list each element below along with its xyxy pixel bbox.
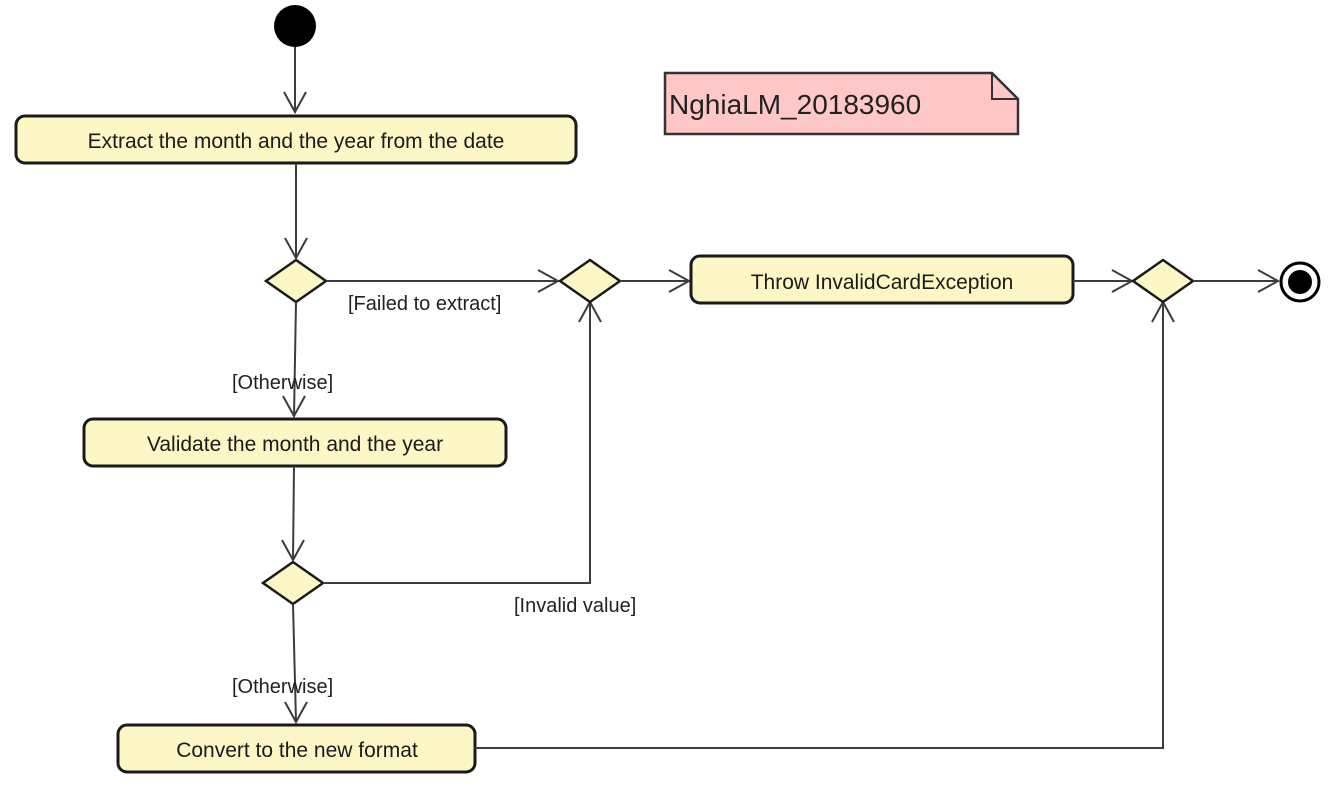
arrowhead (284, 701, 308, 725)
guard-otherwise-1: [Otherwise] (232, 372, 333, 394)
action-throw (689, 254, 1075, 305)
merge-node-error (557, 258, 623, 304)
action-validate-label: Validate the month and the year (147, 433, 443, 456)
arrowhead (281, 539, 305, 563)
arrowhead (282, 395, 306, 419)
action-validate (82, 417, 508, 468)
guard-otherwise-2: [Otherwise] (232, 676, 333, 698)
note-box (663, 71, 1020, 136)
decision-node-extract (263, 258, 329, 304)
flow-invalid-value (323, 302, 591, 584)
merge-node-final (1130, 258, 1196, 304)
decision-node-validate (260, 560, 326, 606)
flow-convert-to-final-merge (475, 302, 1164, 749)
arrowhead (1257, 269, 1281, 293)
arrowhead (668, 269, 692, 293)
final-node-dot (1288, 270, 1312, 294)
arrowhead (283, 91, 307, 115)
initial-node (274, 5, 316, 47)
flow-otherwise-to-validate (293, 301, 297, 417)
action-extract-label: Extract the month and the year from the … (88, 130, 505, 153)
guard-failed-to-extract: [Failed to extract] (348, 293, 501, 315)
flow-validate-to-decision2 (292, 465, 295, 561)
action-throw-label: Throw InvalidCardException (751, 271, 1014, 294)
note-fold (991, 73, 1018, 100)
flow-otherwise-to-convert (292, 603, 297, 723)
action-convert-label: Convert to the new format (176, 739, 418, 762)
note-text: NghiaLM_20183960 (669, 89, 921, 120)
arrowhead (284, 237, 308, 261)
guard-invalid-value: [Invalid value] (514, 595, 636, 617)
